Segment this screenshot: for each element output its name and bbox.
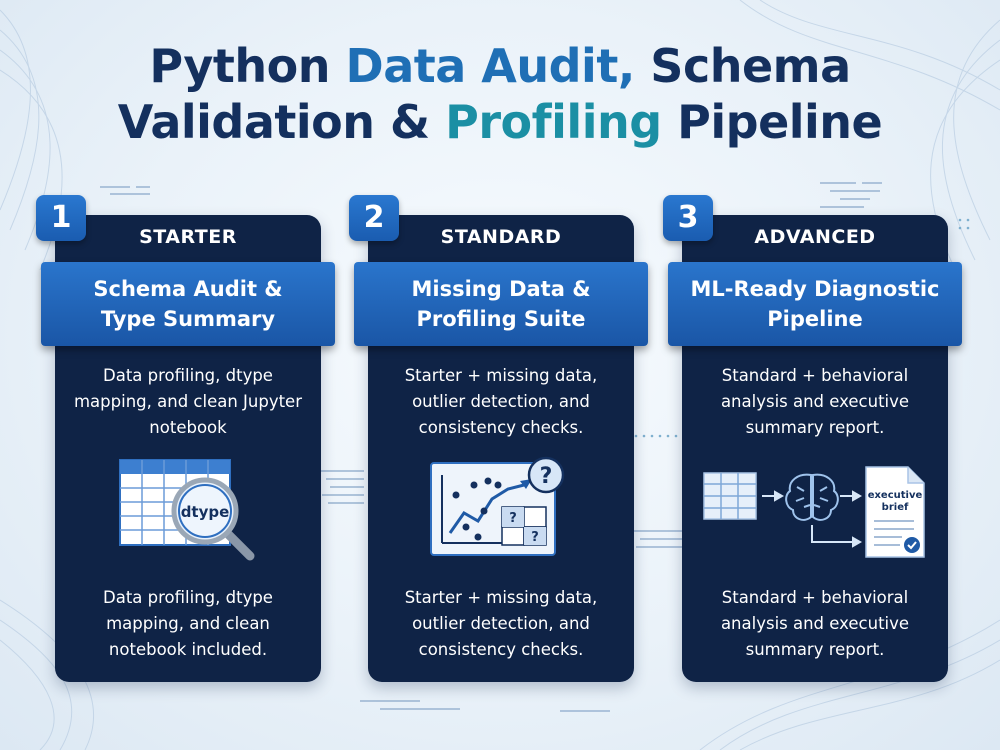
dtype-label: dtype (181, 503, 230, 521)
tier-bottom-description: Starter + missing data, outlier detectio… (404, 588, 598, 659)
arrow-right-icon (840, 490, 863, 502)
table-icon (703, 472, 757, 520)
page-title: Python Data Audit, Schema Validation & P… (0, 38, 1000, 150)
tier-name: Schema Audit & Type Summary (93, 277, 283, 331)
tier-name-banner: Schema Audit & Type Summary (41, 262, 335, 346)
arrow-right-icon (762, 490, 785, 502)
scatter-chart-question-icon: ? ? ? (430, 456, 565, 556)
question-mark: ? (509, 511, 517, 526)
arrow-down-right-icon (811, 525, 863, 548)
tier-number-badge: 3 (663, 195, 713, 241)
report-title: executive (868, 490, 923, 501)
table-brain-report-icon: executive brief (703, 466, 925, 558)
tier-top-description: Data profiling, dtype mapping, and clean… (73, 366, 302, 437)
table-magnifier-icon: dtype (119, 459, 255, 561)
tier-top-description: Standard + behavioral analysis and execu… (720, 366, 910, 437)
title-part: Pipeline (661, 95, 883, 149)
title-part: Schema (634, 39, 851, 93)
title-highlight: Data Audit, (345, 39, 636, 93)
tier-name-banner: ML-Ready Diagnostic Pipeline (668, 262, 962, 346)
tier-label: ADVANCED (754, 226, 876, 248)
tier-name: Missing Data & Profiling Suite (411, 277, 591, 331)
title-highlight: Profiling (445, 95, 662, 149)
tier-bottom-description: Data profiling, dtype mapping, and clean… (103, 588, 273, 659)
tier-top-description: Starter + missing data, outlier detectio… (404, 366, 598, 437)
title-part: Python (149, 39, 346, 93)
report-document-icon: executive brief (865, 466, 925, 558)
tier-name-banner: Missing Data & Profiling Suite (354, 262, 648, 346)
tier-label: STARTER (139, 226, 237, 248)
report-subtitle: brief (882, 502, 909, 513)
question-mark: ? (531, 530, 539, 545)
tier-name: ML-Ready Diagnostic Pipeline (690, 277, 940, 331)
tier-number-badge: 1 (36, 195, 86, 241)
tier-number-badge: 2 (349, 195, 399, 241)
question-mark: ? (540, 464, 553, 489)
tier-bottom-description: Standard + behavioral analysis and execu… (720, 588, 910, 659)
title-part: Validation & (117, 95, 446, 149)
tier-label: STANDARD (440, 226, 562, 248)
brain-icon (785, 473, 839, 521)
